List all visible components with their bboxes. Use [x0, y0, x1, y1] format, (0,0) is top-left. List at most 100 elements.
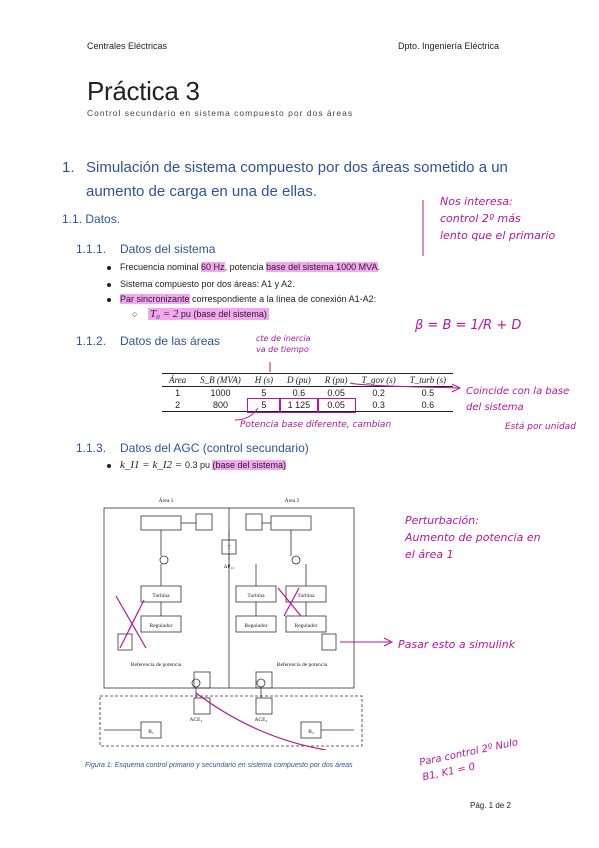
bullet-dot [107, 266, 111, 270]
table-header: Área [162, 373, 194, 387]
annotation-null-control: Para control 2º Nulo B1, K1 = 0 [418, 735, 523, 785]
annotation-simulink: Pasar esto a simulink [398, 638, 516, 651]
annotation-secondary-control: Nos interesa: control 2º más lento que e… [440, 193, 555, 244]
table-header: T_turb (s) [402, 373, 454, 387]
annotation-line: control 2º más [440, 212, 521, 225]
table-cell: 1 125 [279, 398, 319, 413]
subsection-1-1: 1.1. Datos. [62, 212, 120, 226]
highlight: Par sincronizante [120, 294, 190, 304]
table-cell: 5 [261, 388, 267, 398]
ki-value: 0.3 [184, 460, 198, 470]
areas-table: Área S_B (MVA) H (s) D (pu) R (pu) T_gov… [162, 373, 454, 413]
page-footer: Pág. 1 de 2 [470, 801, 511, 810]
diagram-reference-1: Referencia de potencia [131, 661, 182, 668]
annotation-line: va de tiempo [256, 345, 309, 354]
annotation-beta: β = B = 1/R + D [415, 318, 522, 333]
diagram-ace1: ACE₁ [190, 717, 203, 723]
diagram-dp12: ΔP₁₂ [224, 564, 235, 570]
two-area-block-diagram: Área 1 Área 2 Turbina Turbina Turbina Re… [99, 496, 363, 750]
sub-bullet-t0: T₀ = 2 pu (base del sistema) [148, 308, 269, 320]
figure-caption: Figura 1: Esquema control primario y sec… [85, 762, 353, 769]
section-title: Simulación de sistema compuesto por dos … [86, 159, 508, 200]
sub-bullet-circle: ○ [132, 309, 138, 319]
annotation-line: cte de inercia [256, 334, 311, 343]
annotation-line: Coincide con la base [466, 386, 570, 397]
diagram-ace2: ACE₂ [255, 717, 268, 723]
header-left: Centrales Eléctricas [87, 41, 168, 51]
annotation-inertia: cte de inercia va de tiempo [256, 333, 311, 355]
bullet-dot [107, 298, 111, 302]
table-header: S_B (MVA) [193, 373, 248, 387]
bullet-text: . [377, 262, 381, 272]
annotation-line: lento que el primario [440, 229, 556, 242]
table-cell: 0.3 [354, 399, 403, 412]
subsection-number: 1.1. [62, 212, 83, 226]
bullet-sync: Par sincronizante correspondiente a la l… [120, 294, 376, 304]
math-t0: T₀ = 2 [150, 308, 179, 320]
annotation-arrowhead [383, 637, 394, 647]
unit-text: pu (base del sistema) [178, 309, 267, 319]
table-cell: 0.05 [316, 398, 356, 413]
unit-text: pu [197, 460, 213, 470]
table-row: 2 800 5 1 125 0.05 0.3 0.6 [162, 398, 454, 413]
table-cell: 0.6 [402, 399, 454, 412]
annotation-line: el área 1 [405, 548, 454, 561]
subsection-1-1-3-number: 1.1.3. [76, 441, 107, 455]
table-header: H (s) [247, 373, 280, 387]
bullet-dot [107, 283, 111, 287]
bullet-text: correspondiente a la línea de conexión A… [189, 294, 377, 304]
diagram-area2-label: Área 2 [285, 496, 300, 504]
diagram-turbina-3: Turbina [297, 593, 315, 599]
diagram-regulador-1: Regulador [150, 623, 173, 629]
table-header-row: Área S_B (MVA) H (s) D (pu) R (pu) T_gov… [162, 373, 454, 387]
bullet-agc: k_I1 = k_I2 = 0.3 pu (base del sistema) [120, 459, 286, 471]
subsection-1-1-1-number: 1.1.1. [76, 242, 107, 256]
table-cell: 0.05 [327, 388, 345, 398]
table-cell: 1 [175, 388, 181, 398]
bullet-text: , potencia [224, 262, 267, 272]
table-cell: 2 [162, 399, 194, 412]
page-subtitle: Control secundario en sistema compuesto … [87, 108, 354, 118]
highlight: base del sistema 1000 MVA [266, 262, 378, 272]
page-title: Práctica 3 [87, 76, 200, 106]
diagram-reference-2: Referencia de potencia [277, 661, 328, 668]
bullet-areas: Sistema compuesto por dos áreas: A1 y A2… [120, 279, 295, 289]
table-cell: 1000 [210, 388, 231, 398]
subsection-1-1-2-number: 1.1.2. [76, 334, 107, 348]
table-row: 1 1000 5 0.6 0.05 0.2 0.5 [162, 387, 453, 400]
annotation-base-change: Potencia base diferente, cambian [240, 420, 392, 430]
bullet-text: Frecuencia nominal [120, 262, 202, 272]
section-number: 1. [62, 159, 75, 176]
table-header: D (pu) [280, 373, 318, 387]
annotation-line: Perturbación: [405, 514, 479, 527]
diagram-t: T [227, 545, 231, 551]
table-cell: 800 [193, 399, 248, 412]
subsection-1-1-3-label: Datos del AGC (control secundario) [120, 441, 309, 455]
diagram-area1-label: Área 1 [159, 496, 174, 504]
table-header: R (pu) [317, 373, 355, 387]
highlight: (base del sistema) [212, 460, 286, 470]
diagram-turbina-1: Turbina [152, 593, 170, 599]
diagram-turbina-2: Turbina [247, 593, 265, 599]
diagram-b2: B₂ [308, 729, 314, 735]
annotation-line: Nos interesa: [440, 195, 513, 208]
subsection-1-1-2-label: Datos de las áreas [120, 334, 221, 348]
diagram-regulador-2: Regulador [245, 623, 268, 629]
table-cell: 0.6 [292, 388, 306, 398]
table-cell: 0.2 [372, 388, 385, 398]
header-right: Dpto. Ingeniería Eléctrica [398, 41, 500, 51]
table-cell: 5 [246, 398, 282, 413]
diagram-b1: B₁ [148, 729, 154, 735]
bullet-frequency: Frecuencia nominal 60 Hz, potencia base … [120, 262, 380, 272]
annotation-per-unit: Está por unidad [505, 422, 576, 432]
annotation-line: Aumento de potencia en [405, 531, 541, 544]
subsection-label: Datos. [85, 212, 121, 226]
diagram-regulador-3: Regulador [295, 623, 318, 629]
table-header: T_gov (s) [354, 373, 403, 387]
annotation-arrowhead [451, 383, 462, 393]
subsection-1-1-1-label: Datos del sistema [120, 242, 216, 256]
annotation-base: Coincide con la base del sistema [466, 384, 569, 416]
bullet-dot [107, 464, 111, 468]
highlight: 60 Hz [201, 262, 225, 272]
math-ki: k_I1 = k_I2 = [120, 459, 185, 471]
